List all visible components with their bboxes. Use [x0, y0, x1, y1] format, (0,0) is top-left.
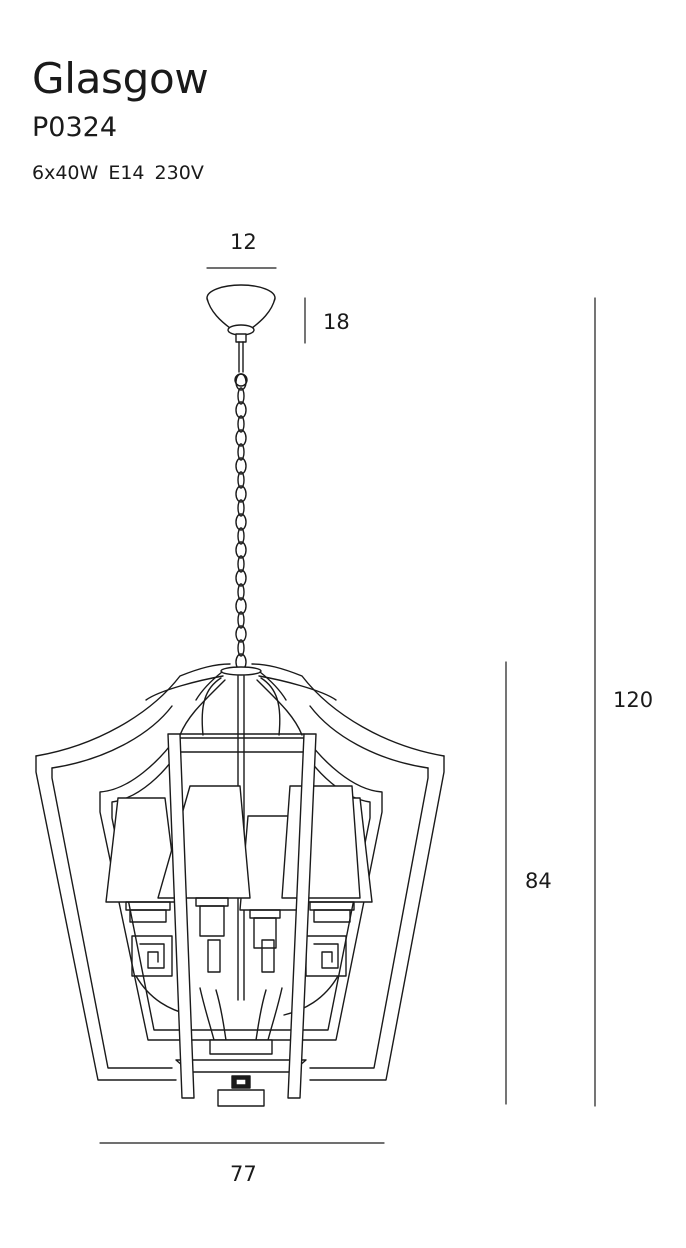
chain-link — [235, 569, 247, 587]
chain-link — [237, 611, 245, 629]
candle-arms — [135, 975, 339, 1041]
chain-link — [235, 485, 247, 503]
chain-link — [235, 429, 247, 447]
chain-link — [237, 527, 245, 545]
chain-link — [235, 597, 247, 615]
lamp-shades — [105, 785, 373, 911]
front-bar-right — [287, 733, 317, 1099]
greek-key-left — [131, 935, 173, 977]
total-height-label: 120 — [613, 688, 654, 712]
chain-link — [235, 457, 247, 475]
outer-frame-right — [251, 663, 445, 1081]
chain-link — [237, 555, 245, 573]
chain-ring — [234, 373, 248, 387]
chain-link — [235, 513, 247, 531]
front-bar-left — [167, 733, 195, 1099]
chain-link — [237, 583, 245, 601]
suspension-chain — [234, 373, 248, 671]
body-width-label: 77 — [230, 1162, 257, 1186]
chain-link — [237, 415, 245, 433]
product-specs: 6x40W E14 230V — [32, 162, 204, 184]
greek-key-ornaments — [131, 935, 347, 977]
canopy-width-label: 12 — [230, 230, 257, 254]
candle-holders — [125, 897, 355, 949]
dimension-lines — [99, 267, 596, 1144]
chain-link — [237, 387, 245, 405]
chain-link — [235, 625, 247, 643]
chain-link — [237, 443, 245, 461]
chain-link — [235, 401, 247, 419]
body-height-label: 84 — [525, 869, 552, 893]
shade-front-right — [281, 785, 361, 899]
chain-link — [237, 471, 245, 489]
outer-frame-left — [35, 663, 231, 1081]
front-bars — [167, 733, 317, 1099]
chain-link — [237, 499, 245, 517]
bottom-hub — [175, 1039, 307, 1107]
product-name: Glasgow — [32, 54, 209, 103]
product-code: P0324 — [32, 112, 117, 143]
ceiling-canopy — [206, 284, 276, 373]
canopy-height-label: 18 — [323, 310, 350, 334]
chain-link — [235, 541, 247, 559]
chain-link — [237, 639, 245, 657]
